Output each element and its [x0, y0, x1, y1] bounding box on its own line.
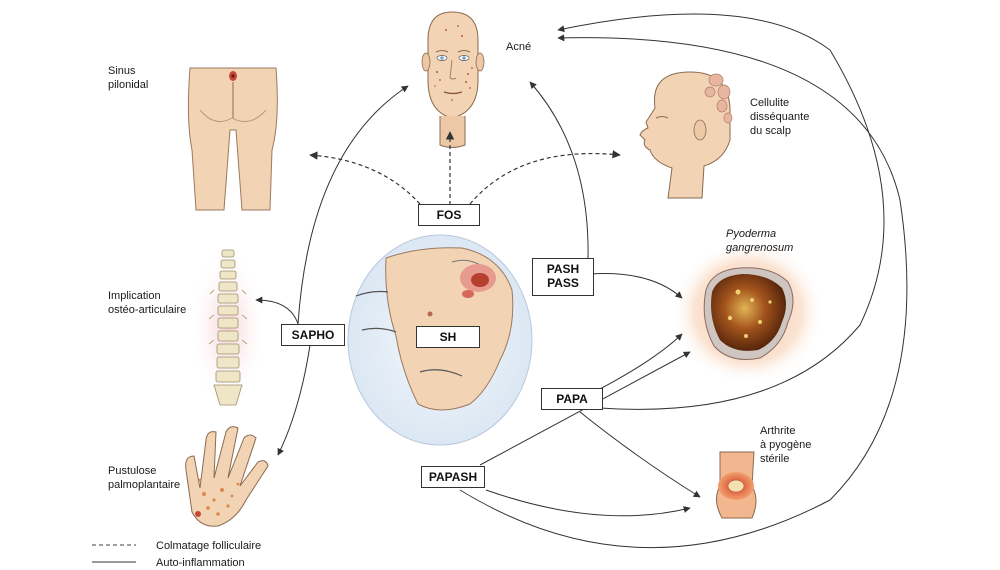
- box-papa: PAPA: [541, 388, 603, 410]
- box-fos: FOS: [418, 204, 480, 226]
- label-cellulite: Cellulite disséquante du scalp: [750, 96, 809, 138]
- legend-colmatage: Colmatage folliculaire: [156, 539, 261, 553]
- hand-illustration: [186, 427, 268, 527]
- box-pash-pass: PASH PASS: [532, 258, 594, 296]
- label-sinus-pilonidal: Sinus pilonidal: [108, 64, 148, 92]
- label-acne: Acné: [506, 40, 531, 54]
- label-pyoderma: Pyoderma gangrenosum: [726, 227, 793, 255]
- spine-illustration: [188, 248, 268, 408]
- knee-illustration: [716, 452, 756, 518]
- legend-auto-inflammation: Auto-inflammation: [156, 556, 245, 570]
- label-osteo-articulaire: Implication ostéo-articulaire: [108, 289, 186, 317]
- box-sapho: SAPHO: [281, 324, 345, 346]
- label-arthrite: Arthrite à pyogène stérile: [760, 424, 811, 466]
- sinus-pilonidal-illustration: [188, 68, 277, 210]
- acne-face-illustration: [422, 12, 484, 148]
- label-pustulose: Pustulose palmoplantaire: [108, 464, 180, 492]
- pyoderma-illustration: [672, 240, 824, 384]
- box-papash: PAPASH: [421, 466, 485, 488]
- cellulite-scalp-illustration: [640, 72, 732, 198]
- box-sh: SH: [416, 326, 480, 348]
